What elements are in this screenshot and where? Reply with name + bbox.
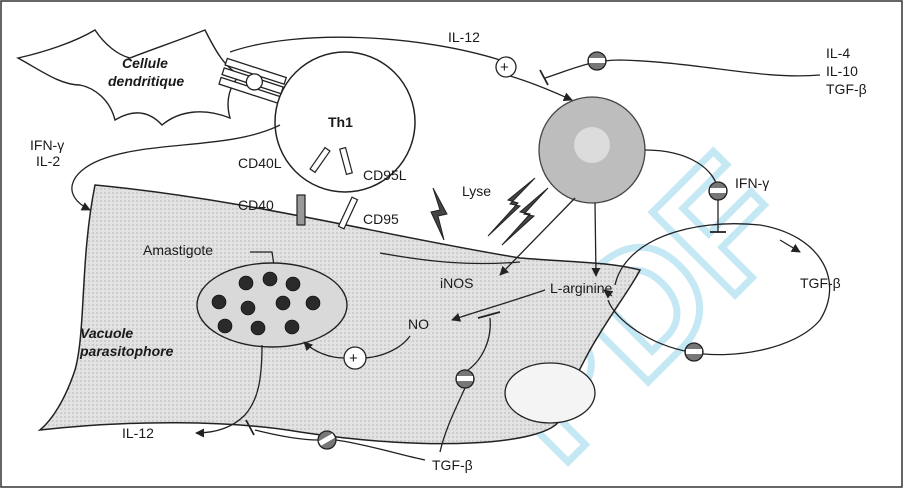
label-l-arginine: L-arginine [550, 280, 612, 296]
il4-inhibit-line [545, 60, 820, 78]
inhibitor-node-ifn [709, 182, 727, 200]
svg-text:+: + [500, 59, 509, 76]
label-inos: iNOS [440, 275, 473, 291]
label-amastigote: Amastigote [143, 242, 213, 258]
label-cd40l: CD40L [238, 155, 282, 171]
label-no: NO [408, 316, 429, 332]
inhibitor-node-top [588, 52, 606, 70]
inhibitor-node-loop [685, 343, 703, 361]
label-il4: IL-4 [826, 45, 850, 61]
label-il12-top: IL-12 [448, 29, 480, 45]
plus-node-top: + [496, 57, 516, 77]
plus-node-bottom: + [344, 347, 366, 369]
label-ifn-right: IFN-γ [735, 175, 769, 191]
label-vacuole: Vacuole [80, 325, 133, 341]
label-il2-left: IL-2 [36, 153, 60, 169]
nucleus [505, 363, 595, 423]
label-parasitophore: parasitophore [79, 343, 174, 359]
label-ifn-left: IFN-γ [30, 137, 64, 153]
label-cd95: CD95 [363, 211, 399, 227]
label-il12-bottom: IL-12 [122, 425, 154, 441]
svg-text:+: + [349, 350, 358, 367]
plus-to-cell-arrow [510, 76, 572, 100]
label-tgfb-bottom: TGF-β [432, 457, 473, 473]
activated-cell-core [574, 127, 610, 163]
label-tgfb-top-right: TGF-β [826, 81, 867, 97]
cd40-receptor [297, 195, 305, 225]
label-lyse: Lyse [462, 183, 491, 199]
label-cd40: CD40 [238, 197, 274, 213]
label-cd95l: CD95L [363, 167, 407, 183]
cd95-receptor [339, 197, 358, 229]
label-tgfb-circle: TGF-β [800, 275, 841, 291]
inhibitor-node-bottom [318, 431, 336, 449]
label-il10: IL-10 [826, 63, 858, 79]
label-dendritique: dendritique [108, 73, 184, 89]
label-cellule: Cellule [122, 55, 168, 71]
label-th1: Th1 [328, 114, 353, 130]
inhibitor-node-middle [456, 370, 474, 388]
